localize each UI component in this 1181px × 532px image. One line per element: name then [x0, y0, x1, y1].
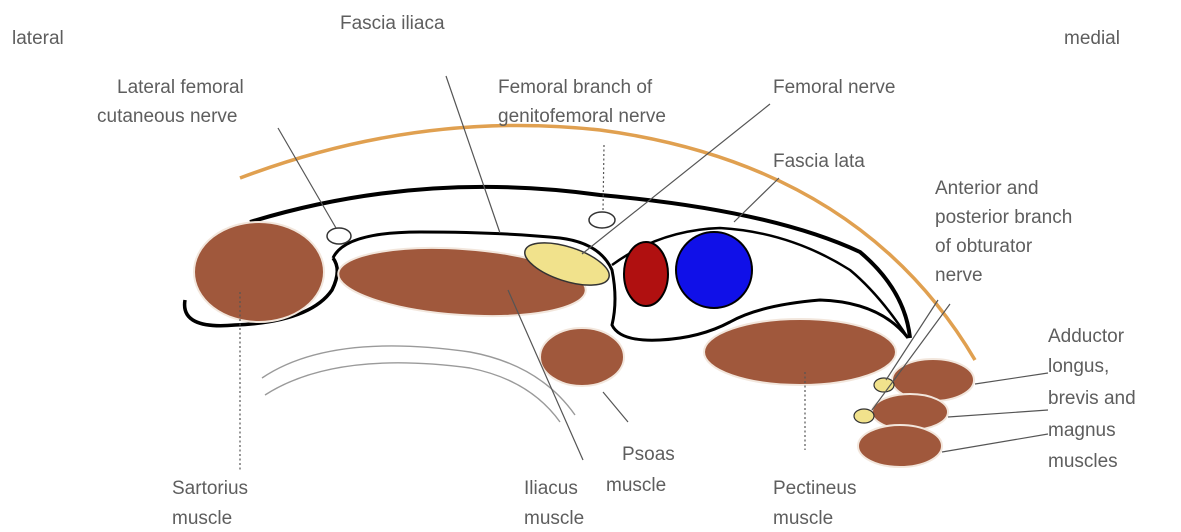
leader-fascia-lata — [734, 178, 779, 222]
lateral-femoral-cutaneous-nerve — [327, 228, 351, 244]
label-lateral-femoral-cutaneous: Lateral femoral cutaneous nerve — [97, 77, 249, 127]
genitofemoral-femoral-branch — [589, 212, 615, 228]
psoas-muscle — [540, 328, 624, 386]
label-femoral-branch-genitofemoral: Femoral branch of genitofemoral nerve — [498, 77, 666, 127]
leader-psoas — [603, 392, 628, 422]
label-lateral: lateral — [12, 28, 64, 49]
label-pectineus: Pectineus muscle — [773, 478, 862, 529]
label-medial: medial — [1064, 28, 1120, 49]
label-adductors: Adductor longus, brevis and magnus muscl… — [1048, 326, 1141, 472]
label-sartorius: Sartorius muscle — [172, 478, 253, 529]
label-fascia-iliaca: Fascia iliaca — [340, 13, 445, 34]
label-fascia-lata: Fascia lata — [773, 151, 865, 172]
deep-tissue-outline-1 — [262, 346, 575, 415]
sartorius-muscle — [194, 222, 324, 322]
leader-adductor-2 — [948, 410, 1048, 417]
leader-adductor-1 — [975, 373, 1048, 384]
leader-genitofemoral — [603, 145, 604, 211]
label-femoral-nerve: Femoral nerve — [773, 77, 896, 98]
pectineus-muscle — [704, 319, 896, 385]
adductor-magnus — [858, 425, 942, 467]
femoral-vein — [676, 232, 752, 308]
deep-tissue-outline-2 — [265, 363, 560, 422]
label-obturator-branches: Anterior and posterior branch of obturat… — [935, 178, 1078, 286]
femoral-artery — [624, 242, 668, 306]
label-psoas: Psoas muscle — [606, 444, 680, 496]
label-iliacus: Iliacus muscle — [524, 478, 584, 529]
leader-adductor-3 — [942, 434, 1048, 452]
leader-fascia-iliaca — [446, 76, 500, 233]
obturator-posterior-branch — [854, 409, 874, 423]
